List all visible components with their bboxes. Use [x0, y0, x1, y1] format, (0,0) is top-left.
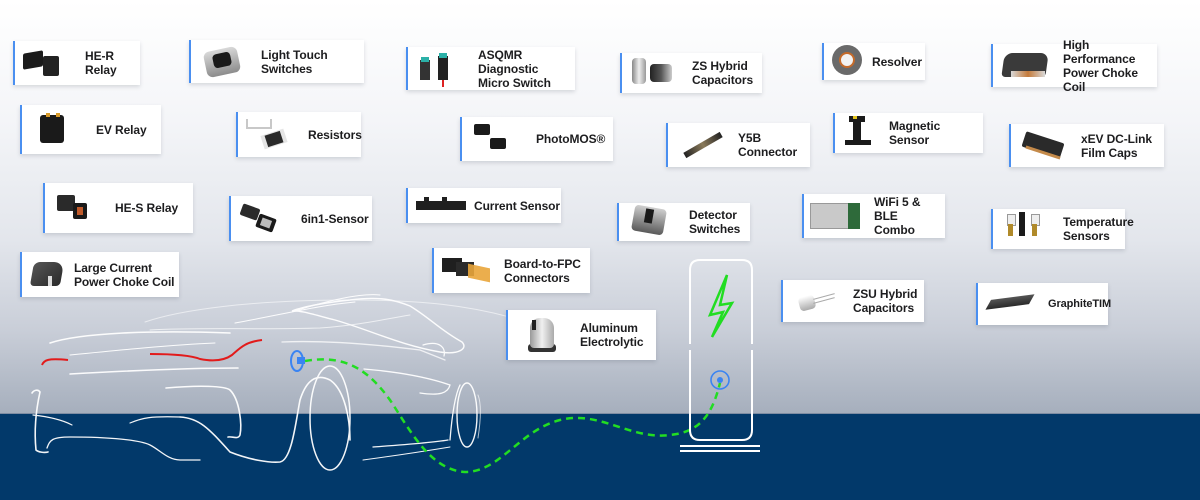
wireless-module-icon — [810, 197, 866, 235]
product-label: Resolver — [872, 54, 922, 69]
product-label: 6in1-Sensor — [301, 211, 369, 226]
fpc-connector-icon — [440, 252, 496, 290]
product-label: Light Touch Switches — [261, 47, 328, 76]
product-card-magnetic-sensor[interactable]: Magnetic Sensor — [833, 113, 983, 153]
connector-icon — [674, 126, 730, 164]
choke-coil-icon — [999, 47, 1055, 85]
product-label: GraphiteTIM — [1048, 298, 1112, 310]
product-label: xEV DC-Link Film Caps — [1081, 131, 1152, 160]
sensor-chip-icon — [237, 200, 293, 238]
product-card-detector-switches[interactable]: Detector Switches — [617, 203, 750, 241]
product-label: ZS Hybrid Capacitors — [692, 59, 754, 87]
radial-capacitor-icon — [789, 282, 845, 320]
tactile-switch-icon — [197, 43, 253, 81]
product-card-ev-relay[interactable]: EV Relay — [20, 105, 161, 154]
ground-band — [0, 413, 1200, 500]
product-card-y5b-connector[interactable]: Y5B Connector — [666, 123, 810, 167]
product-card-zsu-hybrid-capacitors[interactable]: ZSU Hybrid Capacitors — [781, 280, 924, 322]
charging-port — [290, 350, 305, 372]
product-card-xev-dc-link-film-caps[interactable]: xEV DC-Link Film Caps — [1009, 124, 1164, 167]
product-card-light-touch-switches[interactable]: Light Touch Switches — [189, 40, 364, 83]
resistor-icon — [244, 116, 300, 154]
lightning-bolt-icon — [707, 274, 735, 338]
product-card-zs-hybrid-capacitors[interactable]: ZS Hybrid Capacitors — [620, 53, 762, 93]
product-card-photomos[interactable]: PhotoMOS® — [460, 117, 613, 161]
product-label: Resistors — [308, 127, 362, 142]
ev-relay-icon — [28, 111, 84, 149]
product-label: High Performance Power Choke Coil — [1063, 37, 1138, 94]
product-card-graphitetim[interactable]: GraphiteTIM — [976, 283, 1112, 325]
product-card-resolver[interactable]: Resolver — [822, 43, 925, 80]
magnetic-sensor-icon — [841, 114, 881, 152]
choke-coil-icon — [28, 256, 70, 294]
relay-icon — [21, 44, 77, 82]
film-capacitor-icon — [1017, 127, 1073, 165]
product-label: PhotoMOS® — [536, 132, 606, 146]
product-label: Temperature Sensors — [1063, 215, 1134, 243]
product-label: Magnetic Sensor — [889, 119, 941, 147]
product-label: Board-to-FPC Connectors — [504, 256, 581, 285]
electrolytic-capacitor-icon — [514, 316, 570, 354]
micro-switch-icon — [414, 50, 470, 88]
product-card-he-s-relay[interactable]: HE-S Relay — [43, 183, 193, 233]
ic-chip-icon — [468, 120, 524, 158]
product-card-6in1-sensor[interactable]: 6in1-Sensor — [229, 196, 372, 241]
product-card-high-performance-power-choke-coil[interactable]: High Performance Power Choke Coil — [991, 38, 1157, 94]
product-label: WiFi 5 & BLE Combo — [874, 195, 921, 237]
product-card-wifi-5-ble-combo[interactable]: WiFi 5 & BLE Combo — [802, 194, 945, 238]
product-label: ZSU Hybrid Capacitors — [853, 287, 918, 315]
product-card-board-to-fpc-connectors[interactable]: Board-to-FPC Connectors — [432, 248, 590, 293]
detector-switch-icon — [625, 203, 681, 241]
resolver-icon — [830, 43, 864, 81]
product-card-aluminum-electrolytic[interactable]: Aluminum Electrolytic — [506, 310, 656, 360]
current-sensor-icon — [414, 187, 470, 225]
graphite-sheet-icon — [984, 285, 1040, 323]
relay-icon — [51, 189, 107, 227]
product-card-he-r-relay[interactable]: HE-R Relay — [13, 41, 140, 85]
product-label: Current Sensor — [474, 198, 560, 213]
product-label: EV Relay — [96, 122, 147, 137]
product-card-large-current-power-choke-coil[interactable]: Large Current Power Choke Coil — [20, 252, 179, 297]
product-label: HE-S Relay — [115, 201, 179, 215]
product-label: Aluminum Electrolytic — [580, 321, 644, 349]
car-taillights — [41, 339, 263, 366]
product-label: Y5B Connector — [738, 131, 798, 159]
capacitor-icon — [628, 54, 684, 92]
product-label: Detector Switches — [689, 208, 741, 236]
product-card-asqmr-diagnostic-micro-switch[interactable]: ASQMR Diagnostic Micro Switch — [406, 47, 575, 90]
product-card-current-sensor[interactable]: Current Sensor — [406, 188, 561, 223]
product-card-resistors[interactable]: Resistors — [236, 112, 362, 157]
product-card-temperature-sensors[interactable]: Temperature Sensors — [991, 209, 1134, 249]
product-label: ASQMR Diagnostic Micro Switch — [478, 47, 551, 90]
temperature-sensor-icon — [999, 210, 1055, 248]
product-label: Large Current Power Choke Coil — [74, 260, 175, 289]
product-label: HE-R Relay — [85, 49, 117, 77]
charger-socket-icon — [710, 370, 730, 390]
